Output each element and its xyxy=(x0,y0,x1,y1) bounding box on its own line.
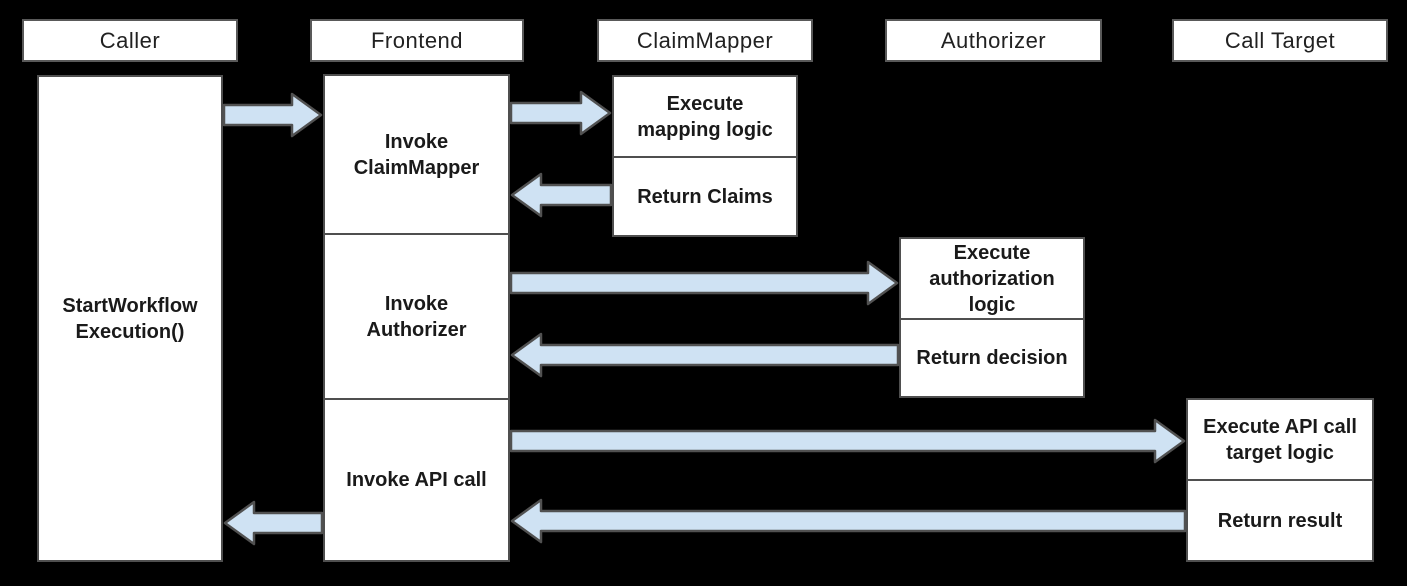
arrow-claimmapper-to-frontend-return xyxy=(510,172,612,218)
arrow-frontend-to-caller-return xyxy=(223,500,323,546)
authorizer-step-return-decision: Return decision xyxy=(899,318,1085,398)
lifeline-label-claimmapper: ClaimMapper xyxy=(636,27,774,53)
lifeline-header-frontend: Frontend xyxy=(310,19,524,62)
claimmapper-step-return-claims: Return Claims xyxy=(612,156,798,237)
calltarget-step-label: Return result xyxy=(1217,509,1343,532)
lifeline-header-calltarget: Call Target xyxy=(1172,19,1388,62)
arrow-frontend-to-claimmapper xyxy=(510,90,612,136)
lifeline-label-authorizer: Authorizer xyxy=(940,27,1047,53)
frontend-step-invoke-claimmapper: Invoke ClaimMapper xyxy=(323,74,510,235)
lifeline-header-claimmapper: ClaimMapper xyxy=(597,19,813,62)
calltarget-step-execute-api-call: Execute API call target logic xyxy=(1186,398,1374,481)
calltarget-step-label: Execute API call target logic xyxy=(1203,415,1357,464)
frontend-step-label: Invoke API call xyxy=(346,469,487,491)
arrow-calltarget-to-frontend-return xyxy=(510,498,1186,544)
lifeline-header-caller: Caller xyxy=(22,19,238,62)
lifeline-header-authorizer: Authorizer xyxy=(885,19,1102,62)
arrow-caller-to-frontend xyxy=(223,92,323,138)
lifeline-label-caller: Caller xyxy=(99,27,161,53)
caller-activation-label: StartWorkflow Execution() xyxy=(62,294,198,343)
frontend-step-invoke-authorizer: Invoke Authorizer xyxy=(323,233,510,400)
lifeline-label-calltarget: Call Target xyxy=(1224,27,1336,53)
frontend-step-label: Invoke ClaimMapper xyxy=(353,130,480,179)
authorizer-step-label: Return decision xyxy=(916,347,1068,369)
claimmapper-step-label: Return Claims xyxy=(637,185,773,208)
frontend-step-invoke-api-call: Invoke API call xyxy=(323,398,510,562)
arrow-frontend-to-authorizer xyxy=(510,260,899,306)
caller-activation-box: StartWorkflow Execution() xyxy=(37,75,223,562)
claimmapper-step-execute-mapping: Execute mapping logic xyxy=(612,75,798,158)
authorizer-step-execute-authorization: Execute authorization logic xyxy=(899,237,1085,320)
arrow-authorizer-to-frontend-return xyxy=(510,332,899,378)
calltarget-step-return-result: Return result xyxy=(1186,479,1374,562)
claimmapper-step-label: Execute mapping logic xyxy=(637,92,773,141)
authorizer-step-label: Execute authorization logic xyxy=(929,241,1055,316)
frontend-step-label: Invoke Authorizer xyxy=(366,292,467,341)
lifeline-label-frontend: Frontend xyxy=(370,27,464,53)
arrow-frontend-to-calltarget xyxy=(510,418,1186,464)
